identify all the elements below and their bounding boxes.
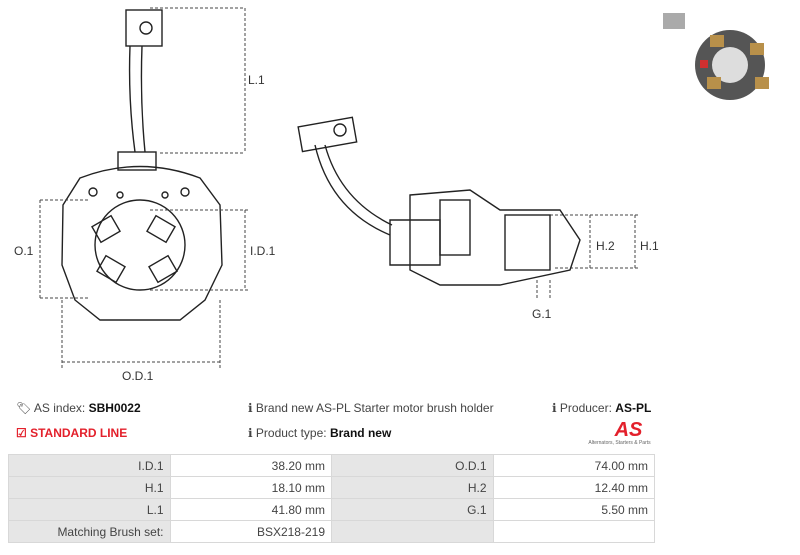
- spec-value: 12.40 mm: [492, 476, 655, 499]
- info-icon: ℹ: [248, 401, 253, 415]
- tag-icon: 🏷: [16, 401, 32, 415]
- label-g1: G.1: [532, 307, 552, 321]
- spec-value: 74.00 mm: [492, 454, 655, 477]
- producer: ℹ Producer: AS-PL: [552, 401, 652, 415]
- label-h1: H.1: [640, 239, 659, 253]
- spec-label: L.1: [8, 498, 171, 521]
- product-photo: [655, 5, 795, 105]
- label-o1: O.1: [14, 244, 34, 258]
- technical-drawing: L.1 O.1 I.D.1 O.D.1 H.2 H.1 G.1: [14, 7, 659, 383]
- spec-label: I.D.1: [8, 454, 171, 477]
- info-icon: ℹ: [248, 426, 253, 440]
- spec-value: 38.20 mm: [169, 454, 332, 477]
- info-icon: ℹ: [552, 401, 557, 415]
- as-pl-logo: AS Alternators, Starters & Parts: [588, 419, 651, 446]
- front-view: [61, 9, 223, 321]
- spec-value: 41.80 mm: [169, 498, 332, 521]
- label-od1: O.D.1: [122, 369, 154, 383]
- spec-label: H.1: [8, 476, 171, 499]
- description: ℹ Brand new AS-PL Starter motor brush ho…: [248, 401, 494, 415]
- dimension-lines: [39, 7, 640, 368]
- spec-label: [331, 520, 494, 543]
- spec-value: BSX218-219: [169, 520, 332, 543]
- label-id1: I.D.1: [250, 244, 276, 258]
- spec-label: O.D.1: [331, 454, 494, 477]
- spec-value: [492, 520, 655, 543]
- standard-line-badge: ☑ STANDARD LINE: [16, 426, 128, 440]
- spec-label: Matching Brush set:: [8, 520, 171, 543]
- checkbox-icon: ☑: [16, 426, 27, 440]
- side-view: [297, 116, 581, 286]
- product-type: ℹ Product type: Brand new: [248, 426, 392, 440]
- spec-value: 5.50 mm: [492, 498, 655, 521]
- as-index: 🏷 AS index: SBH0022: [16, 401, 141, 415]
- label-l1: L.1: [248, 73, 265, 87]
- label-h2: H.2: [596, 239, 615, 253]
- spec-label: H.2: [331, 476, 494, 499]
- table-row: Matching Brush set:BSX218-219: [8, 520, 655, 543]
- spec-value: 18.10 mm: [169, 476, 332, 499]
- spec-label: G.1: [331, 498, 494, 521]
